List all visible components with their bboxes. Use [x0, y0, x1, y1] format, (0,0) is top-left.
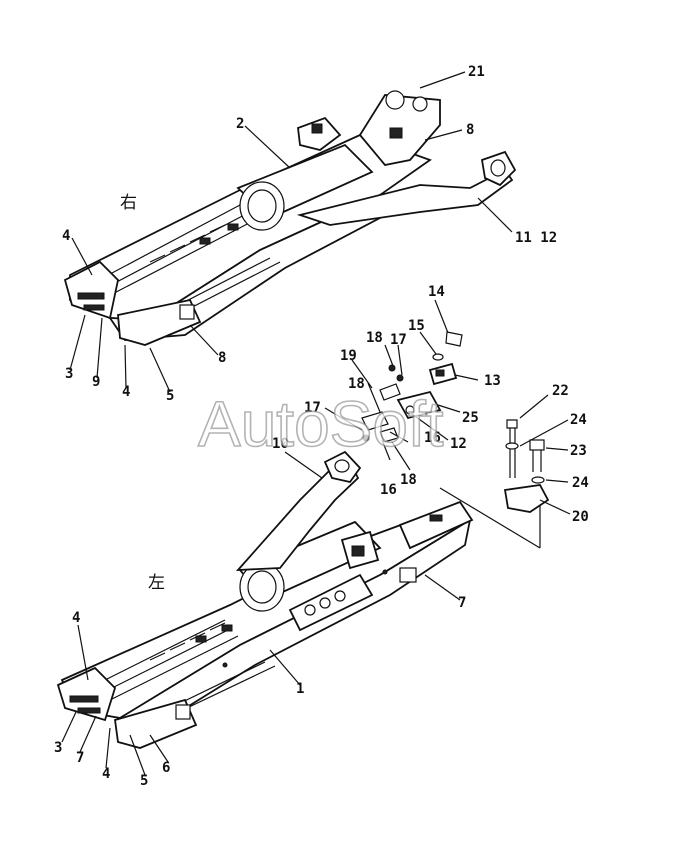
callout-14: 14 [428, 284, 445, 300]
callout-8-upper: 8 [466, 122, 474, 138]
callout-5-lower: 5 [140, 773, 148, 789]
callout-3-upper: 3 [65, 366, 73, 382]
callout-18-b: 18 [348, 376, 365, 392]
callout-6: 6 [162, 760, 170, 776]
side-label-right: 右 [120, 193, 137, 213]
callout-24-b: 24 [572, 475, 589, 491]
callout-2: 2 [236, 116, 244, 132]
callout-1: 1 [296, 681, 304, 697]
callout-12: 12 [450, 436, 467, 452]
callout-24-a: 24 [570, 412, 587, 428]
callout-11-12: 11 12 [515, 230, 557, 246]
callout-17-b: 17 [304, 400, 321, 416]
small-parts-cluster [324, 299, 571, 549]
callout-18-a: 18 [366, 330, 383, 346]
left-track-frame [56, 450, 474, 749]
callout-3-lower: 3 [54, 740, 62, 756]
callout-9: 9 [92, 374, 100, 390]
callout-5-upper: 5 [166, 388, 174, 404]
callout-4-upper-b: 4 [122, 384, 130, 400]
right-frame-leaders [69, 71, 513, 393]
callout-8-lower: 8 [218, 350, 226, 366]
callout-10: 10 [272, 436, 289, 452]
watermark: AutoSoft [198, 388, 444, 460]
callout-16-a: 16 [424, 430, 441, 446]
callout-19: 19 [340, 348, 357, 364]
left-frame-leaders [61, 451, 461, 776]
callout-25: 25 [462, 410, 479, 426]
callout-labels: 21 2 8 11 12 4 3 9 4 5 8 14 15 13 18 17 … [54, 64, 589, 789]
callout-21: 21 [468, 64, 485, 80]
callout-7-left: 7 [76, 750, 84, 766]
callout-16-b: 16 [380, 482, 397, 498]
callout-17-a: 17 [390, 332, 407, 348]
callout-18-c: 18 [400, 472, 417, 488]
callout-15: 15 [408, 318, 425, 334]
callout-23: 23 [570, 443, 587, 459]
callout-7-right: 7 [458, 595, 466, 611]
callout-22: 22 [552, 383, 569, 399]
side-label-left: 左 [148, 573, 165, 593]
callout-4-lower-a: 4 [72, 610, 80, 626]
callout-4-lower-b: 4 [102, 766, 110, 782]
callout-13: 13 [484, 373, 501, 389]
callout-20: 20 [572, 509, 589, 525]
callout-4-upper-a: 4 [62, 228, 70, 244]
right-track-frame [63, 90, 517, 346]
